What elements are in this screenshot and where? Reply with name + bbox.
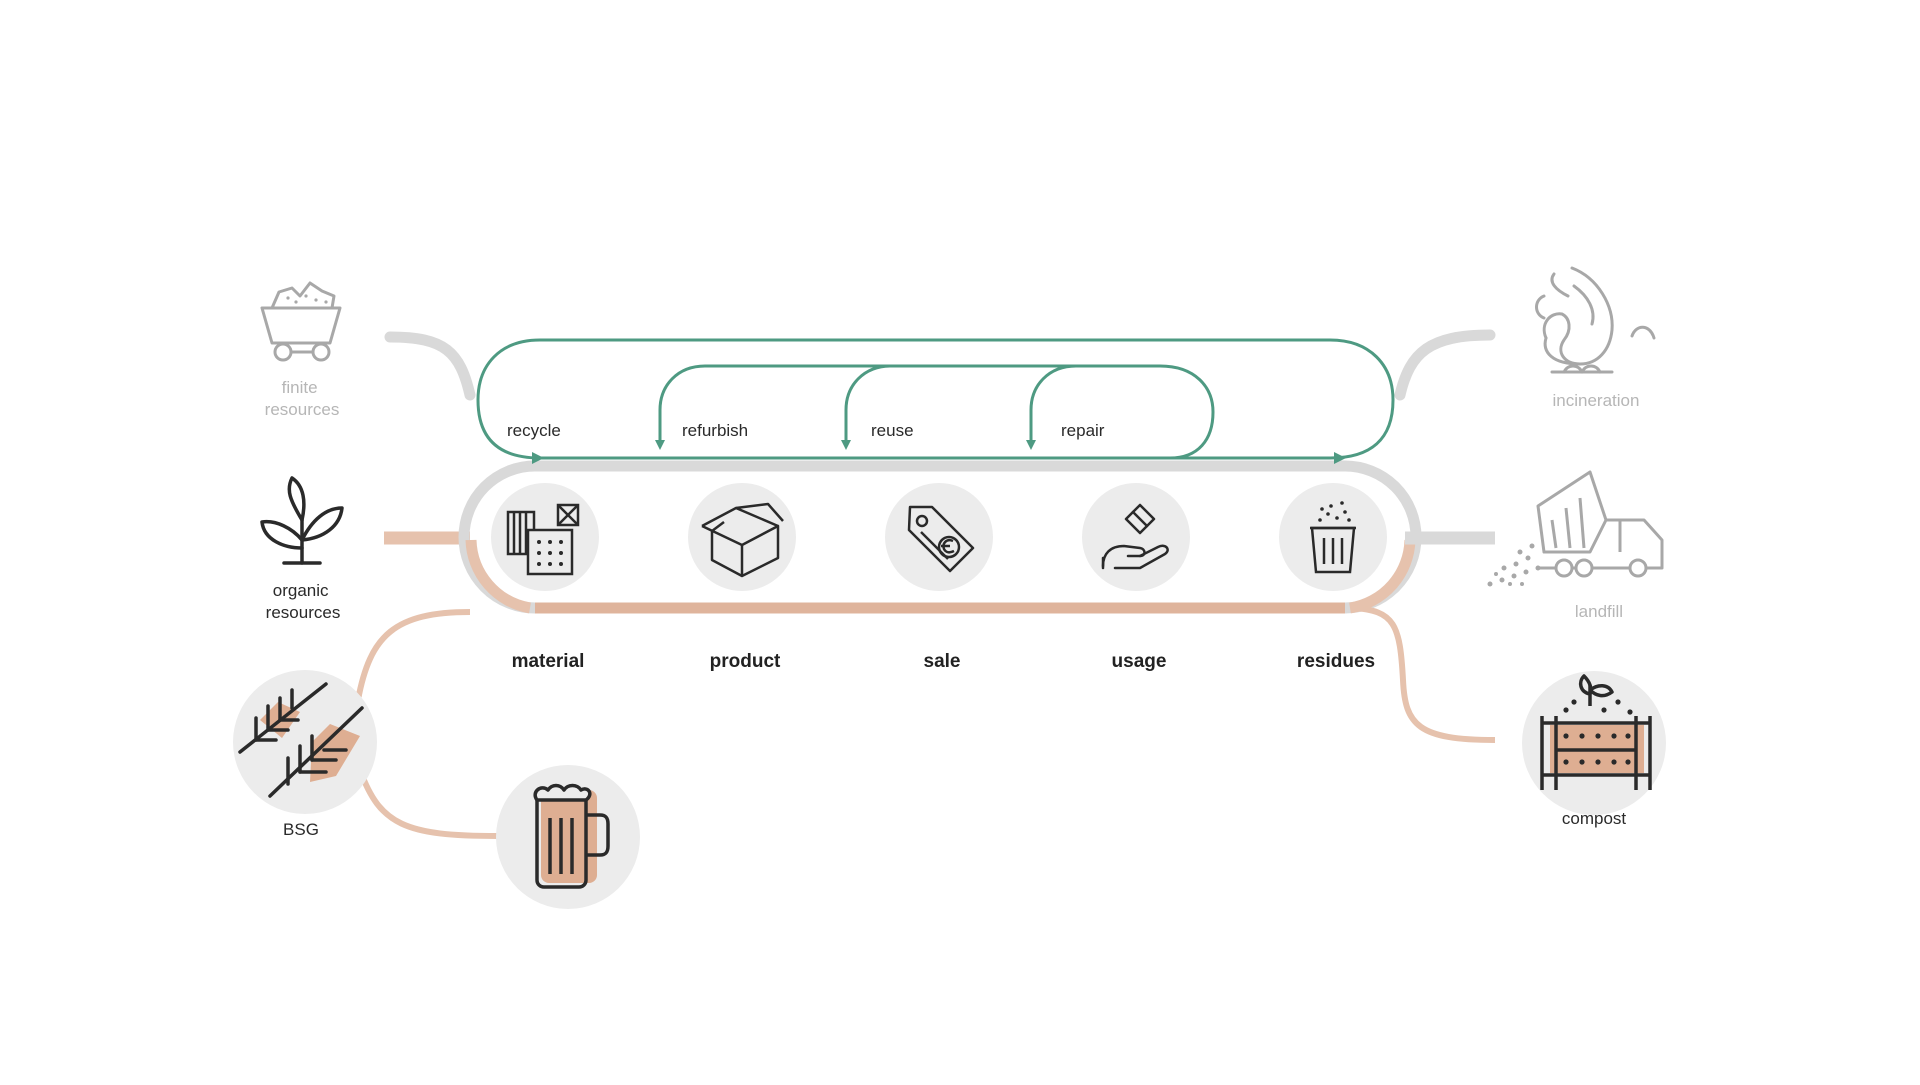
compost-bed-icon	[1540, 674, 1652, 790]
open-box-icon	[701, 502, 784, 578]
recycle-loop	[476, 338, 1395, 460]
beer-mug-icon	[533, 783, 610, 889]
label-organic-line2: resources	[266, 603, 341, 622]
label-landfill: landfill	[1575, 602, 1623, 621]
stage-label-product: product	[710, 651, 781, 672]
loop-arrowheads	[532, 440, 1346, 464]
hand-holding-item-icon	[1101, 503, 1169, 570]
loops	[476, 338, 1395, 460]
label-organic-line1: organic	[273, 581, 329, 600]
dump-truck-icon	[1487, 470, 1664, 587]
label-reuse: reuse	[871, 421, 914, 440]
stage-sale	[885, 483, 993, 591]
label-finite-resources: finite resources	[265, 378, 340, 419]
trash-bin-icon	[1310, 501, 1356, 574]
bsg-stream	[355, 609, 499, 839]
stage-label-sale: sale	[924, 651, 961, 672]
barley-grain-icon	[238, 682, 364, 798]
stage-circle	[1279, 483, 1387, 591]
recycle-arrowhead	[532, 452, 544, 464]
repair-arrowhead	[1026, 440, 1036, 450]
stage-product	[688, 483, 796, 591]
label-finite-line1: finite	[282, 378, 318, 397]
plant-sprout-icon	[260, 476, 344, 565]
stage-circle	[688, 483, 796, 591]
finite-stream	[384, 329, 1496, 401]
label-organic-resources: organic resources	[266, 581, 341, 622]
label-compost: compost	[1562, 809, 1627, 828]
stage-label-usage: usage	[1112, 651, 1167, 672]
beer-node	[496, 765, 640, 909]
label-bsg: BSG	[283, 820, 319, 839]
label-finite-line2: resources	[265, 400, 340, 419]
label-repair: repair	[1061, 421, 1105, 440]
stage-usage	[1082, 483, 1190, 591]
stage-label-residues: residues	[1297, 651, 1375, 672]
refurbish-arrowhead	[655, 440, 665, 450]
material-samples-icon	[506, 503, 580, 576]
repair-loop	[1029, 364, 1077, 442]
reuse-arrowhead	[841, 440, 851, 450]
label-recycle: recycle	[507, 421, 561, 440]
label-incineration: incineration	[1553, 391, 1640, 410]
compost-stream	[1351, 605, 1496, 743]
residues-arrowhead	[1334, 452, 1346, 464]
stage-circle	[1082, 483, 1190, 591]
mine-cart-icon	[260, 281, 342, 362]
stage-material	[491, 483, 599, 591]
refurbish-loop	[658, 364, 1215, 460]
label-refurbish: refurbish	[682, 421, 748, 440]
euro-price-tag-icon	[907, 505, 975, 573]
reuse-loop	[844, 364, 892, 442]
stage-circle	[885, 483, 993, 591]
stage-residues	[1279, 483, 1387, 591]
compost-node	[1522, 671, 1666, 815]
stage-label-material: material	[512, 651, 585, 672]
fire-icon	[1535, 266, 1656, 374]
bsg-node	[233, 670, 377, 814]
